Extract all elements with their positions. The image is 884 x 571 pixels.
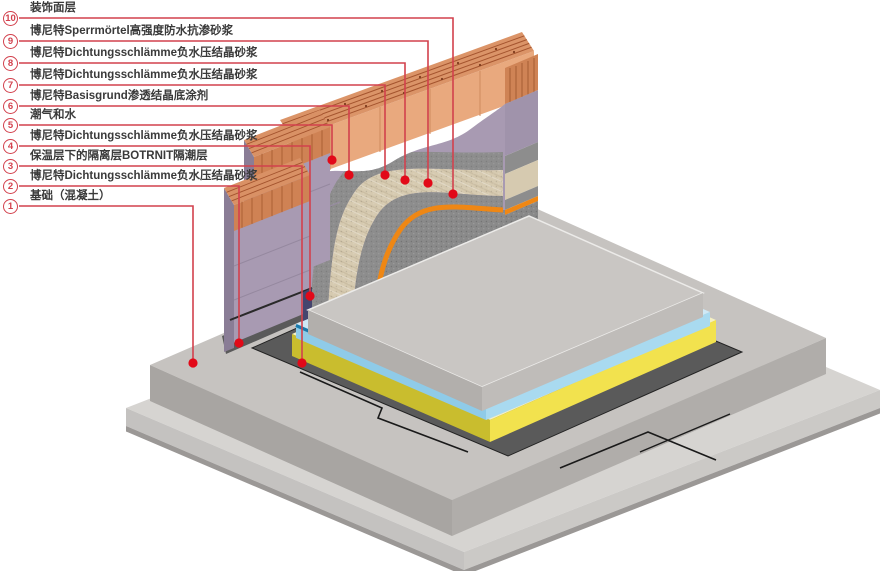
leader-line (19, 165, 303, 363)
layer-marker-dot (400, 175, 410, 185)
leader-line (19, 62, 406, 180)
callout-label: 潮气和水 (30, 109, 76, 121)
layer-marker-dot (305, 291, 315, 301)
layer-marker-dot (188, 358, 198, 368)
leader-line (19, 40, 429, 183)
callout-label: 博尼特Dichtungsschlämme负水压结晶砂浆 (30, 170, 258, 182)
stepped-brick-column-front (224, 158, 311, 352)
callout-number-badge: 9 (3, 33, 18, 49)
leader-line (19, 124, 333, 160)
callout-number-badge: 2 (3, 178, 18, 194)
callout-label: 博尼特Dichtungsschlämme负水压结晶砂浆 (30, 130, 258, 142)
callout-number-badge: 6 (3, 98, 18, 114)
callout-number-badge: 8 (3, 55, 18, 71)
callout-number-badge: 4 (3, 138, 18, 154)
callout-label: 基础（混凝土） (30, 190, 111, 202)
floor-level-shadow-line (229, 287, 313, 321)
layer-marker-dot (234, 338, 244, 348)
membrane-seam (639, 413, 731, 453)
wall-end-cross-section (505, 54, 538, 236)
leader-line (19, 185, 240, 343)
callout-label: 博尼特Basisgrund渗透结晶底涂剂 (30, 90, 209, 102)
callout-label: 博尼特Dichtungsschlämme负水压结晶砂浆 (30, 47, 258, 59)
leader-line (19, 84, 386, 175)
leader-line (19, 17, 454, 194)
leader-line (19, 145, 311, 296)
callout-number-badge: 10 (3, 10, 18, 26)
layer-marker-dot (344, 170, 354, 180)
callout-number-badge: 5 (3, 117, 18, 133)
callout-number-badge: 3 (3, 158, 18, 174)
callout-number-badge: 1 (3, 198, 18, 214)
leader-line (19, 205, 194, 363)
membrane-seam (559, 431, 717, 469)
callout-label: 保温层下的隔离层BOTRNIT隔潮层 (30, 150, 208, 162)
layer-marker-dot (327, 155, 337, 165)
brick-course-face (292, 51, 534, 183)
layer-marker-dot (448, 189, 458, 199)
callout-label: 博尼特Dichtungsschlämme负水压结晶砂浆 (30, 69, 258, 81)
callout-label: 装饰面层 (30, 2, 76, 14)
callout-label: 博尼特Sperrmörtel高强度防水抗渗砂浆 (30, 25, 234, 37)
layer-marker-dot (297, 358, 307, 368)
screed-slab (306, 215, 705, 411)
callout-leader-lines (19, 17, 458, 368)
brick-course-top (280, 32, 534, 139)
callout-number-badge: 7 (3, 77, 18, 93)
membrane-seam (299, 371, 469, 453)
layer-marker-dot (423, 178, 433, 188)
floor-assembly (292, 215, 716, 442)
layer-marker-dot (380, 170, 390, 180)
leader-line (19, 105, 350, 175)
